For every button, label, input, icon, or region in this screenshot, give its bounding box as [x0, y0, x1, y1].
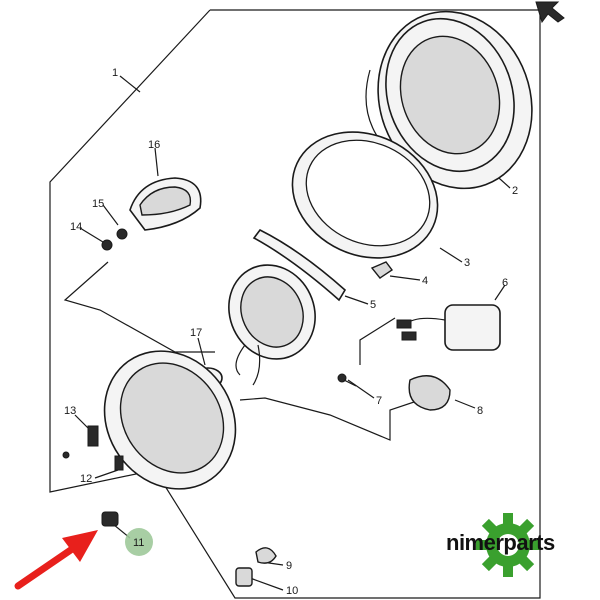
gear-icon — [476, 513, 540, 577]
callout-6: 6 — [502, 277, 508, 289]
circuit-board — [103, 350, 237, 490]
callout-5: 5 — [370, 299, 376, 311]
screw-13 — [62, 425, 99, 459]
callout-labels: 1 2 3 4 5 6 7 8 9 10 11 12 13 14 15 16 1… — [64, 67, 518, 597]
callout-10: 10 — [286, 585, 298, 597]
callout-8: 8 — [477, 405, 483, 417]
socket-10 — [235, 567, 253, 587]
connector-assembly — [396, 304, 501, 351]
red-arrow — [14, 530, 98, 590]
callout-13: 13 — [64, 405, 76, 417]
callout-2: 2 — [512, 185, 518, 197]
callout-17: 17 — [190, 327, 202, 339]
small-gauge — [129, 177, 202, 231]
brand-logo — [476, 513, 540, 577]
corner-mark — [535, 1, 565, 24]
callout-7: 7 — [376, 395, 382, 407]
callout-9: 9 — [286, 560, 292, 572]
clip — [370, 261, 394, 279]
callout-15: 15 — [92, 198, 104, 210]
highlight-circle — [125, 528, 153, 556]
socket-plate — [408, 375, 451, 411]
brand-name: nimerparts — [446, 530, 555, 555]
callout-12: 12 — [80, 473, 92, 485]
gasket-strip — [252, 228, 347, 302]
assembly-outline — [49, 9, 541, 599]
callout-14: 14 — [70, 221, 82, 233]
callout-11: 11 — [133, 537, 144, 549]
socket-9 — [255, 547, 277, 564]
screw-7 — [337, 373, 357, 387]
bulb-14 — [101, 239, 113, 251]
bezel-ring — [291, 131, 439, 259]
dial-face — [228, 264, 316, 360]
callout-3: 3 — [464, 257, 470, 269]
callout-16: 16 — [148, 139, 160, 151]
outer-case — [365, 10, 533, 190]
bulb-11 — [101, 511, 119, 527]
screw-12 — [114, 455, 124, 471]
bulb-15 — [116, 228, 128, 240]
callout-1: 1 — [112, 67, 118, 79]
callout-4: 4 — [422, 275, 428, 287]
wire-harness — [235, 344, 261, 386]
